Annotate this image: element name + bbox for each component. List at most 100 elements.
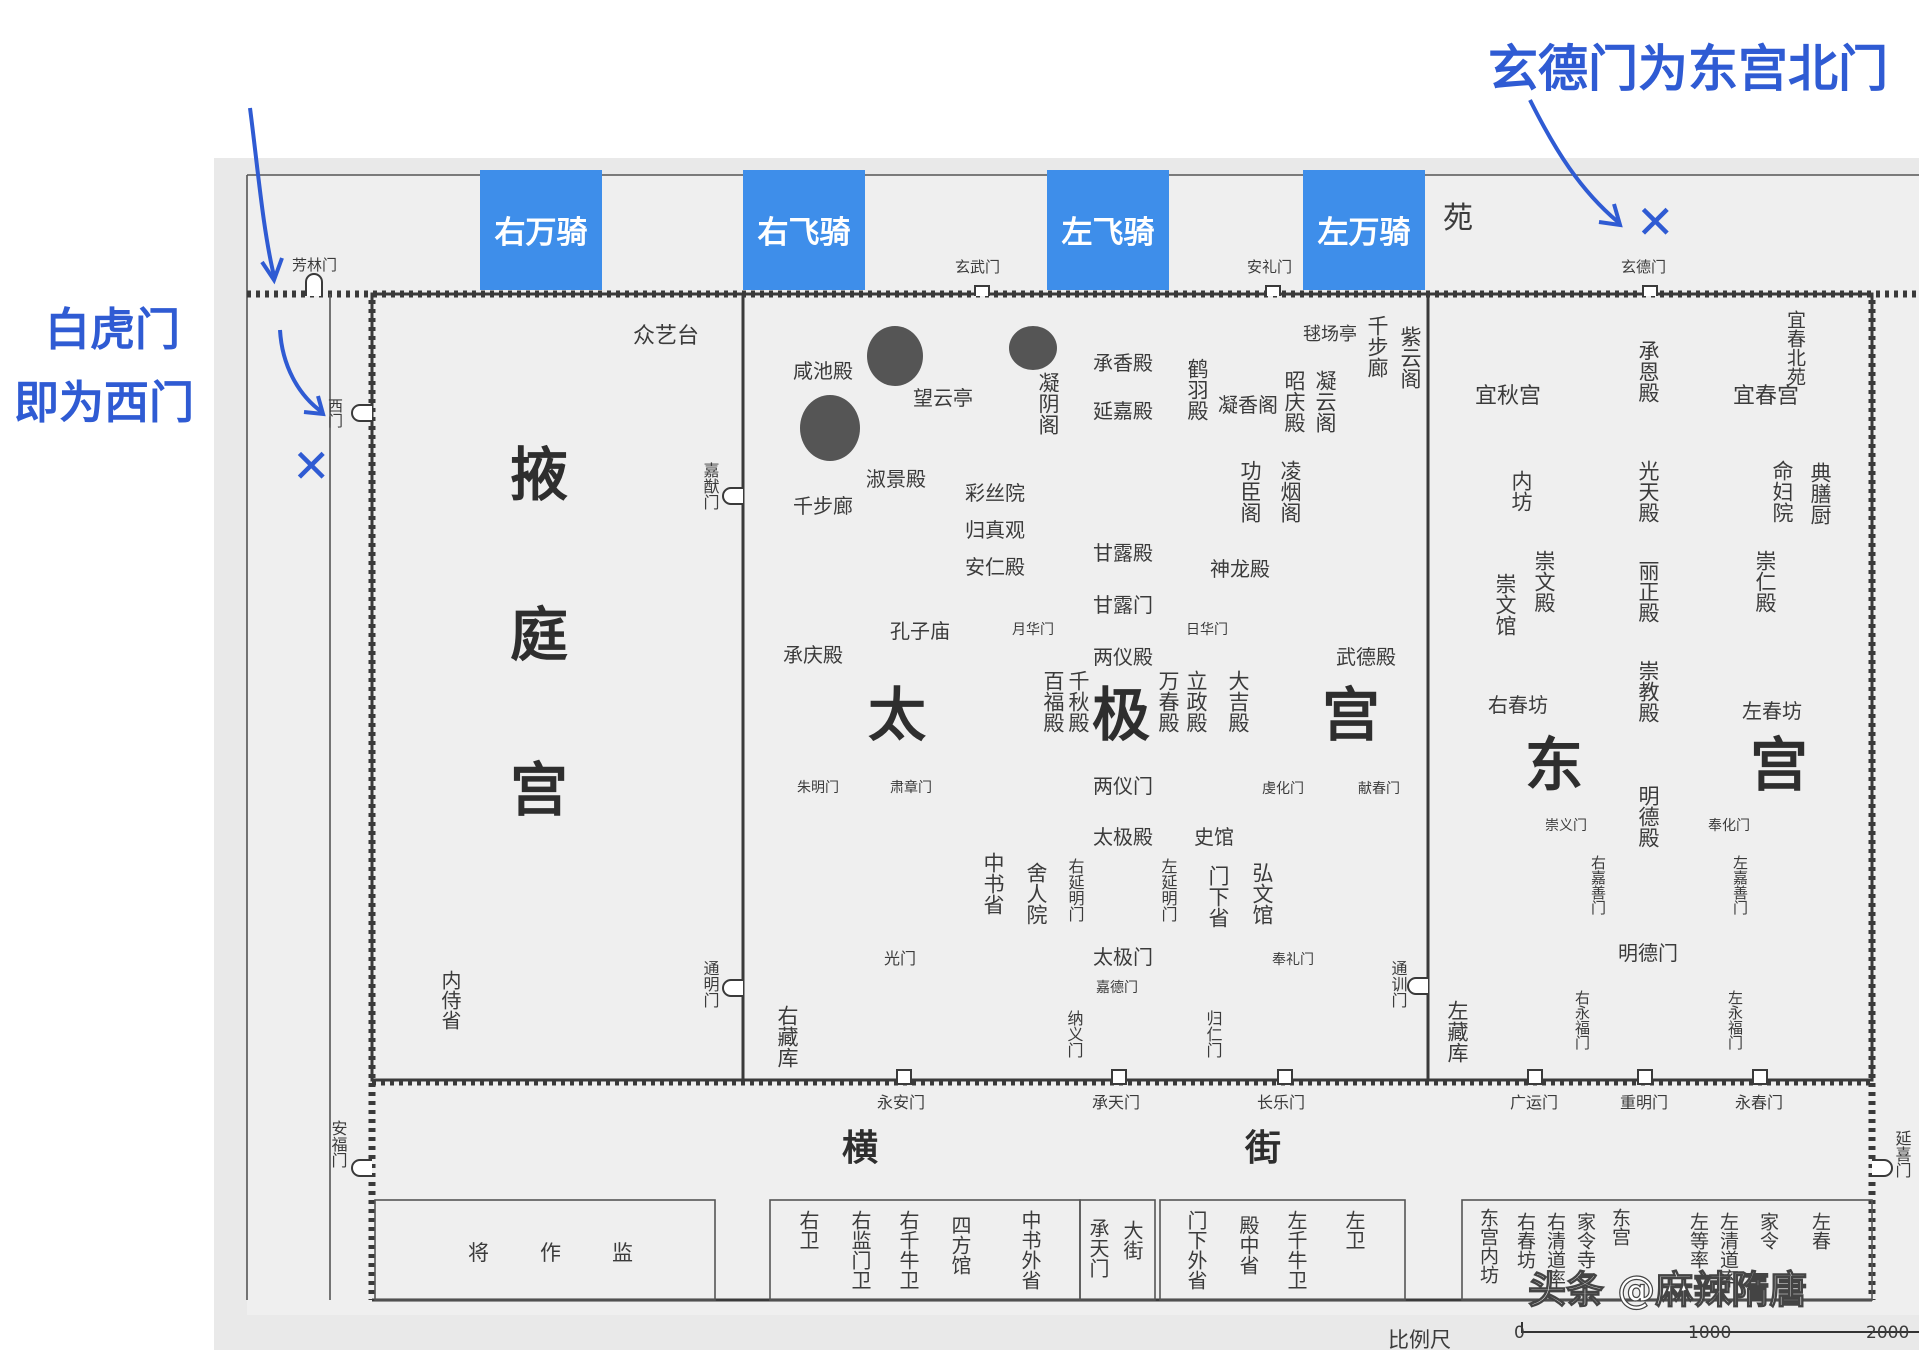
gate-changle — [1277, 1069, 1293, 1085]
label-block-a-1: 右卫 — [796, 1210, 820, 1250]
label-block-d-3: 右清道率 — [1544, 1212, 1566, 1288]
label-fengli: 奉礼门 — [1272, 952, 1314, 968]
gate-tongming — [722, 979, 743, 997]
label-chengqing: 承庆殿 — [783, 643, 843, 667]
label-block-d-5: 东宫 — [1609, 1208, 1631, 1246]
big-char-ye-gong: 宫 — [510, 756, 568, 824]
block-b — [1079, 1199, 1156, 1301]
label-youcang: 右藏库 — [775, 1005, 799, 1068]
label-guiren: 归仁门 — [1204, 1010, 1223, 1059]
label-liangyi-men: 两仪门 — [1093, 774, 1153, 798]
cross-mark-west: ✕ — [292, 439, 331, 493]
label-youyong: 右永福门 — [1573, 990, 1591, 1051]
gate-west — [351, 404, 372, 422]
label-block-a-5: 中书外省 — [1018, 1210, 1042, 1290]
label-gate-guangyun: 广运门 — [1510, 1093, 1558, 1112]
label-qianbulang-west: 千步廊 — [793, 494, 853, 518]
big-char-ji: 极 — [1092, 681, 1150, 749]
label-nayi: 纳义门 — [1065, 1010, 1084, 1059]
gate-label-anli: 安礼门 — [1247, 258, 1292, 276]
label-block-c-1: 门下外省 — [1184, 1210, 1208, 1290]
label-jiayou: 嘉猷门 — [701, 462, 720, 511]
label-youjia: 右嘉善门 — [1589, 855, 1607, 916]
gate-yongchun — [1752, 1069, 1768, 1085]
gate-guangyun — [1527, 1069, 1543, 1085]
guard-box-label: 左万骑 — [1318, 215, 1411, 251]
label-gate-chengtian: 承天门 — [1092, 1093, 1140, 1112]
label-hongwen: 弘文馆 — [1250, 862, 1274, 925]
label-guangtian: 光天殿 — [1636, 460, 1660, 523]
label-zuojia: 左嘉善门 — [1731, 855, 1749, 916]
label-ganlu-dian: 甘露殿 — [1093, 541, 1153, 565]
label-shiguan: 史馆 — [1194, 825, 1234, 849]
guard-box-label: 右万骑 — [495, 215, 588, 251]
label-block-a-3: 右千牛卫 — [896, 1210, 920, 1290]
label-zhiyi: 崇义门 — [1545, 818, 1587, 834]
label-baifu: 百福殿 — [1041, 670, 1065, 733]
annotation-xuande: 玄德门为东宫北门 — [1488, 40, 1888, 98]
label-yiqiu: 宜秋宫 — [1475, 384, 1541, 409]
label-zuoyong: 左永福门 — [1726, 990, 1744, 1051]
scale-label: 比例尺 — [1388, 1328, 1451, 1350]
label-neishisheng: 内侍省 — [438, 970, 462, 1030]
label-tongming: 通明门 — [701, 960, 720, 1009]
big-char-ting: 庭 — [510, 601, 568, 669]
guard-box-zuo-wanqi: 左万骑 — [1303, 170, 1425, 290]
north-gates — [305, 273, 1658, 296]
label-wanchun: 万春殿 — [1156, 670, 1180, 733]
guard-box-zuo-feiqi: 左飞骑 — [1047, 170, 1169, 290]
label-wude: 武德殿 — [1336, 645, 1396, 669]
big-char-jie: 街 — [1244, 1128, 1281, 1169]
label-block-d-7: 左清道率 — [1717, 1212, 1739, 1288]
label-zuocang: 左藏库 — [1445, 1000, 1469, 1063]
gate-label-yanxi: 延喜门 — [1893, 1130, 1912, 1179]
label-ningxiang: 凝香阁 — [1218, 393, 1278, 417]
label-qiuchang: 毬场亭 — [1303, 324, 1357, 345]
label-taiji-men: 太极门 — [1093, 945, 1153, 969]
label-guanghua: 光门 — [884, 949, 916, 968]
label-zhaoqing: 昭庆殿 — [1282, 370, 1306, 433]
gate-label-xuanwu: 玄武门 — [955, 258, 1000, 276]
annotation-baihu-line2: 即为西门 — [14, 376, 194, 429]
label-zhongshu: 中书省 — [981, 852, 1005, 915]
annotation-arrow-xuande — [1528, 99, 1620, 224]
gate-label-fanglin: 芳林门 — [292, 256, 337, 274]
label-zhuji: 朱明门 — [797, 780, 839, 796]
label-lizheng: 丽正殿 — [1636, 560, 1660, 623]
label-gate-chongming: 重明门 — [1620, 1093, 1668, 1112]
label-block-a-4: 四方馆 — [948, 1215, 972, 1275]
label-dianshanchu: 典膳厨 — [1808, 462, 1832, 525]
annotation-arrow-fanglin — [248, 107, 276, 277]
label-liangyi-dian: 两仪殿 — [1093, 645, 1153, 669]
annotation-arrow-west — [278, 329, 324, 414]
label-gate-yongan: 永安门 — [877, 1093, 925, 1112]
label-chongwen-guan: 崇文馆 — [1493, 573, 1517, 636]
gate-tongxun — [1407, 977, 1428, 995]
big-char-taiji-gong: 宫 — [1322, 681, 1380, 749]
label-block-c-4: 左卫 — [1342, 1210, 1366, 1250]
label-block-d-4: 家令寺 — [1574, 1212, 1596, 1269]
label-ziyun: 紫云阁 — [1398, 326, 1422, 389]
gate-label-xuande: 玄德门 — [1621, 258, 1666, 276]
label-jiangzuo-3: 监 — [612, 1241, 633, 1265]
yuan-label: 苑 — [1443, 201, 1473, 236]
label-caisi: 彩丝院 — [965, 481, 1025, 505]
gate-label-anfu: 安福门 — [329, 1120, 348, 1169]
label-chengen: 承恩殿 — [1636, 340, 1660, 403]
label-kongzi: 孔子庙 — [890, 619, 950, 643]
label-mingde: 明德殿 — [1636, 785, 1660, 848]
guard-box-you-feiqi: 右飞骑 — [743, 170, 865, 290]
gate-xuande — [1642, 285, 1658, 296]
label-yichun-beiyuan: 宜春北苑 — [1784, 310, 1806, 386]
label-yichun: 宜春宫 — [1733, 384, 1799, 409]
label-zuoyan: 左延明门 — [1159, 858, 1178, 923]
label-mingfu: 命妇院 — [1770, 460, 1794, 523]
label-guizhen: 归真观 — [965, 518, 1025, 542]
big-char-heng: 横 — [842, 1128, 878, 1169]
big-char-tai: 太 — [868, 681, 926, 749]
label-yanjia: 延嘉殿 — [1093, 399, 1153, 423]
label-gate-yongchun: 永春门 — [1735, 1093, 1783, 1112]
label-anren: 安仁殿 — [965, 555, 1025, 579]
label-xianchi: 咸池殿 — [793, 359, 853, 383]
